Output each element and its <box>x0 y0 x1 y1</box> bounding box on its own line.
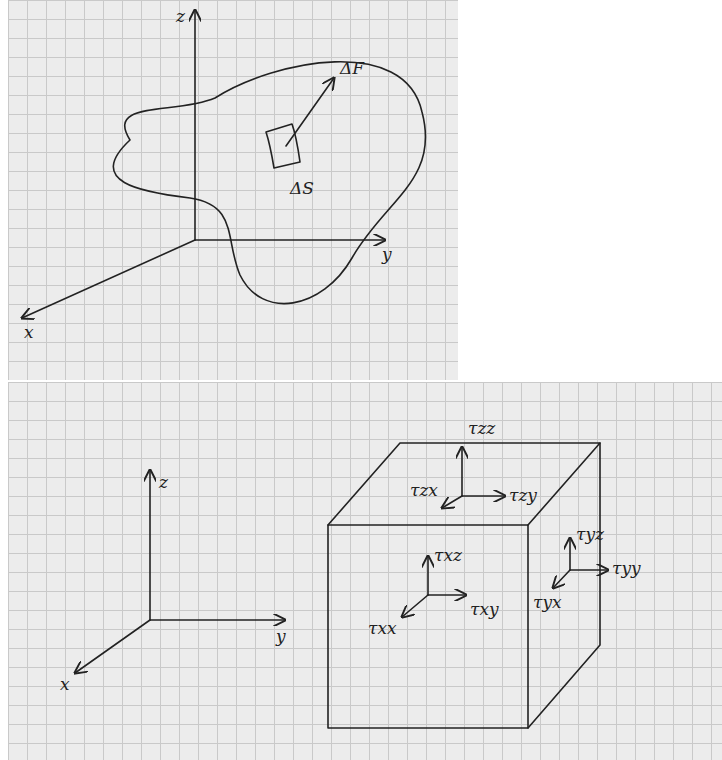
z-axis <box>194 10 196 240</box>
stress-arrow <box>553 570 570 588</box>
stress-arrow <box>569 538 571 570</box>
axis-label: z <box>176 8 185 25</box>
cube-side-face <box>528 443 600 728</box>
graph-paper <box>8 0 458 380</box>
axis-label: x <box>60 676 70 693</box>
force-arrow <box>286 78 334 146</box>
axis-label: y <box>276 628 286 645</box>
x-axis <box>75 620 150 673</box>
stress-label: τxx <box>368 620 397 637</box>
axis-label: x <box>24 324 34 341</box>
x-axis <box>22 240 195 318</box>
force-label: ΔF <box>340 60 364 77</box>
axis-label: z <box>159 474 168 491</box>
stress-label: τzz <box>468 420 495 437</box>
stress-arrow <box>427 556 429 595</box>
stress-label: τxz <box>434 547 462 564</box>
stress-label: τyx <box>533 594 562 611</box>
y-axis <box>195 239 385 241</box>
stress-arrow <box>402 595 428 617</box>
surface-patch <box>266 124 300 168</box>
stress-label: τyz <box>576 526 604 543</box>
z-axis <box>149 470 151 620</box>
stress-label: τzy <box>509 487 537 504</box>
cube-front-face <box>328 525 528 728</box>
cube-top-face <box>328 443 600 525</box>
stress-label: τzx <box>410 482 438 499</box>
axis-label: y <box>382 246 392 263</box>
stress-arrow <box>461 447 463 496</box>
stress-label: τyy <box>612 560 641 577</box>
stress-arrow <box>570 569 608 571</box>
stress-arrow <box>442 496 462 508</box>
stress-arrow <box>462 495 505 497</box>
y-axis <box>150 619 285 621</box>
stress-label: τxy <box>470 601 499 618</box>
stress-arrow <box>428 594 466 596</box>
area-label: ΔS <box>290 180 314 197</box>
body-outline <box>113 62 425 304</box>
